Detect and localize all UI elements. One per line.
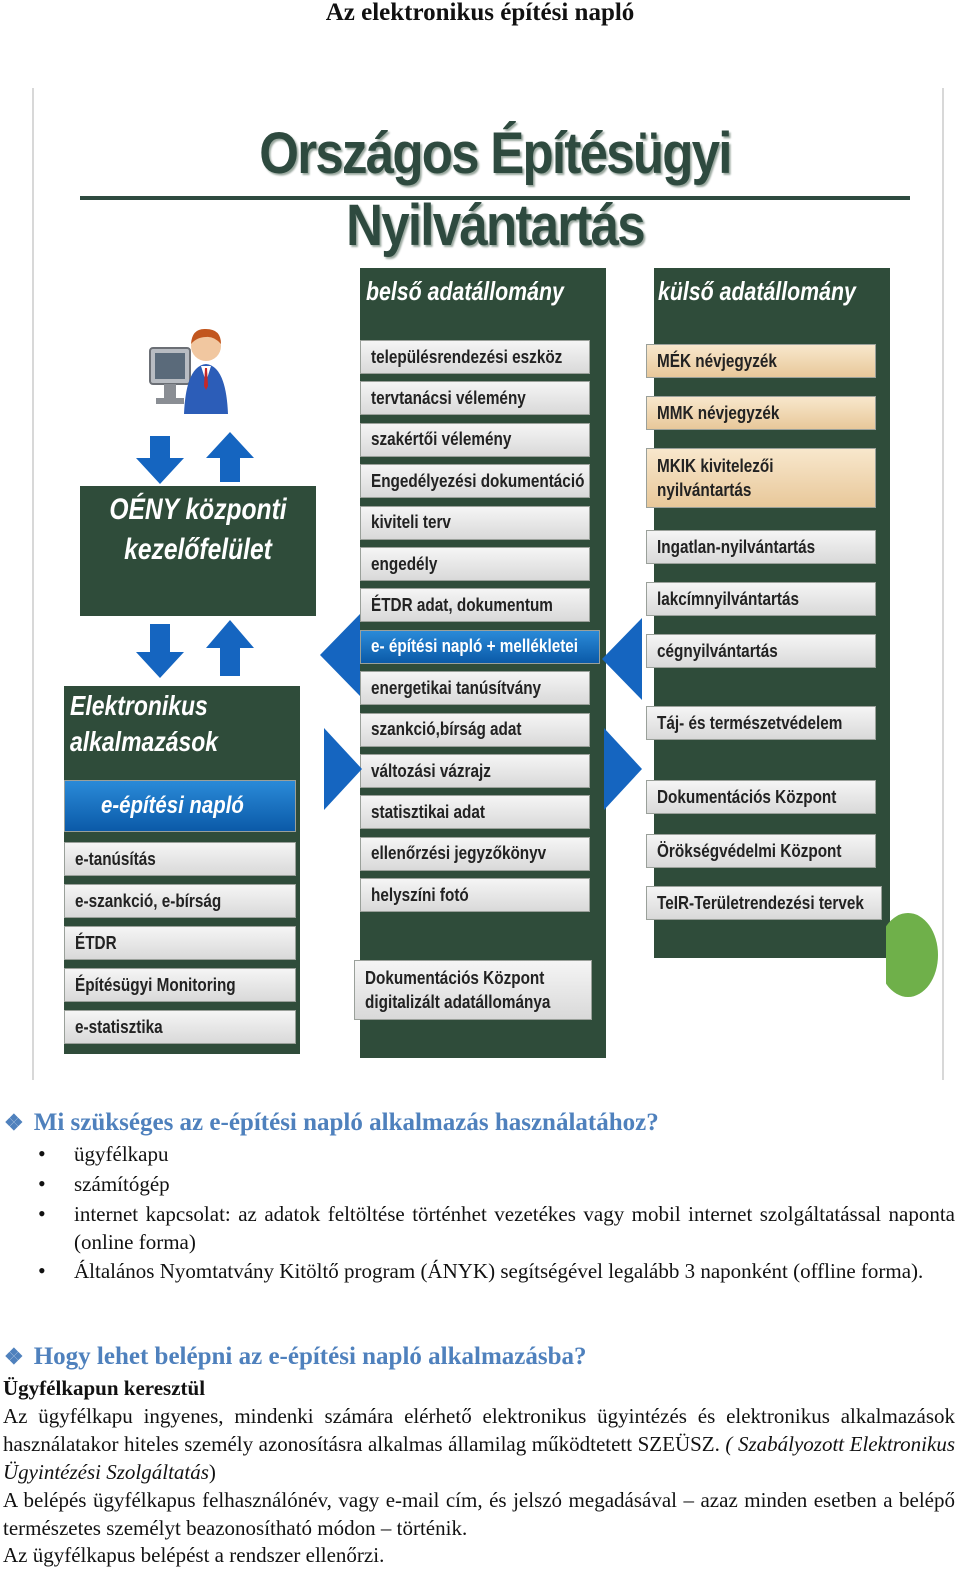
external-item: MKIK kivitelezői nyilvántartás bbox=[646, 448, 876, 508]
external-item: Táj- és természetvédelem bbox=[646, 706, 876, 740]
arrow-down-icon bbox=[136, 436, 184, 484]
requirements-list: ügyfélkapuszámítógépinternet kapcsolat: … bbox=[0, 1140, 955, 1286]
arrow-right-icon bbox=[604, 728, 642, 810]
section1-heading: ❖Mi szükséges az e-építési napló alkalma… bbox=[4, 1109, 659, 1136]
section2-subheading: Ügyfélkapun keresztül bbox=[3, 1376, 206, 1400]
arrow-up-icon bbox=[206, 620, 254, 676]
app-item: e-szankció, e-bírság bbox=[64, 884, 296, 918]
internal-item: helyszíni fotó bbox=[360, 878, 590, 913]
external-item: MMK névjegyzék bbox=[646, 396, 876, 430]
section2-paragraph-3: Az ügyfélkapus belépést a rendszer ellen… bbox=[3, 1543, 385, 1567]
internal-item-highlighted: e- építési napló + mellékletei bbox=[360, 629, 600, 664]
external-item: lakcímnyilvántartás bbox=[646, 582, 876, 616]
internal-item: változási vázrajz bbox=[360, 754, 590, 788]
internal-item: tervtanácsi vélemény bbox=[360, 381, 590, 416]
internal-item: szankció,bírság adat bbox=[360, 712, 590, 747]
section2-paragraph-2: A belépés ügyfélkapus felhasználónév, va… bbox=[3, 1488, 955, 1540]
external-item: Örökségvédelmi Központ bbox=[646, 834, 876, 868]
internal-item: Engedélyezési dokumentáció bbox=[360, 464, 590, 499]
arrow-right-icon bbox=[324, 728, 362, 810]
list-item: számítógép bbox=[0, 1170, 955, 1198]
title-underline bbox=[80, 196, 910, 200]
green-circle-decoration bbox=[886, 913, 938, 997]
app-item: Építésügyi Monitoring bbox=[64, 968, 296, 1002]
user-at-computer-icon bbox=[149, 328, 228, 414]
arrow-up-icon bbox=[206, 432, 254, 482]
oeny-diagram: Országos Építésügyi Nyilvántartás OÉNY k… bbox=[32, 88, 944, 1080]
app-item: ÉTDR bbox=[64, 926, 296, 960]
internal-item: kiviteli terv bbox=[360, 505, 590, 540]
internal-item: energetikai tanúsítvány bbox=[360, 671, 590, 706]
oeny-box: OÉNY központi kezelőfelület bbox=[80, 486, 316, 616]
internal-footer: Dokumentációs Központ digitalizált adatá… bbox=[354, 960, 592, 1020]
app-item: e-statisztika bbox=[64, 1010, 296, 1044]
internal-item: engedély bbox=[360, 547, 590, 581]
diagram-title: Országos Építésügyi Nyilvántartás bbox=[259, 121, 732, 258]
arrow-left-icon bbox=[602, 618, 642, 700]
internal-item: ellenőrzési jegyzőkönyv bbox=[360, 836, 590, 871]
arrow-down-icon bbox=[136, 624, 184, 678]
external-item: Dokumentációs Központ bbox=[646, 780, 876, 814]
list-item: internet kapcsolat: az adatok feltöltése… bbox=[0, 1200, 955, 1256]
page-title: Az elektronikus építési napló bbox=[325, 0, 635, 26]
diamond-bullet-icon: ❖ bbox=[4, 1110, 24, 1135]
arrow-left-icon bbox=[320, 614, 360, 696]
internal-item: ÉTDR adat, dokumentum bbox=[360, 588, 590, 623]
internal-item: településrendezési eszköz bbox=[360, 340, 590, 374]
internal-header: belső adatállomány bbox=[366, 276, 564, 306]
external-item: Ingatlan-nyilvántartás bbox=[646, 530, 876, 564]
list-item: Általános Nyomtatvány Kitöltő program (Á… bbox=[0, 1257, 955, 1285]
list-item: ügyfélkapu bbox=[0, 1140, 955, 1168]
app-item-highlighted: e-építési napló bbox=[64, 780, 296, 832]
section2-paragraph-1: Az ügyfélkapu ingyenes, mindenki számára… bbox=[3, 1404, 955, 1484]
app-item: e-tanúsítás bbox=[64, 842, 296, 876]
diamond-bullet-icon: ❖ bbox=[4, 1344, 24, 1369]
internal-item: szakértői vélemény bbox=[360, 422, 590, 457]
internal-item: statisztikai adat bbox=[360, 795, 590, 830]
section2-heading: ❖Hogy lehet belépni az e-építési napló a… bbox=[4, 1343, 587, 1370]
external-item: cégnyilvántartás bbox=[646, 634, 876, 668]
apps-box: Elektronikus alkalmazások bbox=[64, 688, 300, 774]
external-header: külső adatállomány bbox=[658, 276, 856, 306]
external-item: MÉK névjegyzék bbox=[646, 344, 876, 378]
external-item: TeIR-Területrendezési tervek bbox=[646, 886, 882, 920]
